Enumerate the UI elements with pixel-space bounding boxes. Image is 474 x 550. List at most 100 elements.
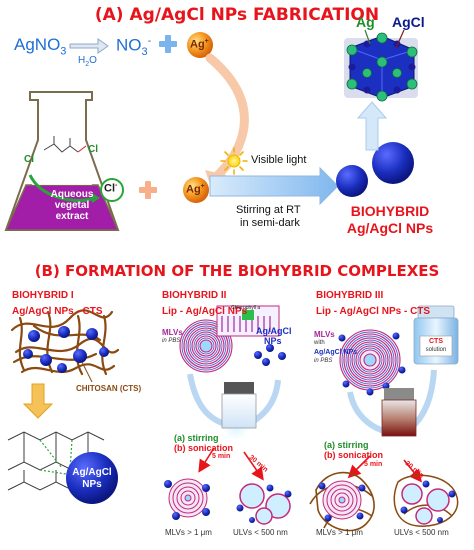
flask-label-line-2: vegetal [54,200,90,211]
mlv-label-2-line-1: MLVs [162,328,183,337]
reagent-text: AgNO [14,35,61,54]
np-label-2-line-1: Ag/AgCl [256,326,292,336]
np-label-2: Ag/AgCl NPs [256,326,292,346]
silver-ion-text-mid: Ag [186,183,201,196]
biohybrid-1-name: BIOHYBRID I [12,290,74,301]
mlv-label-3-line-3: Ag/AgCl NPs [314,349,358,356]
chitosan-label: CHITOSAN (CTS) [76,384,142,393]
flask-chloride-b: Cl [88,144,98,155]
reagent-formula: AgNO3 [14,35,66,57]
cts-bottle [413,305,459,365]
size-ulv-3: ULVs < 500 nm [394,528,449,537]
size-mlv-3: MLVs > 1 μm [316,528,363,537]
product-line-1: BIOHYBRID [350,203,430,219]
product-line-2: Ag/AgCl NPs [346,220,434,236]
size-mlv-2: MLVs > 1 μm [165,528,212,537]
nitrate-text: NO [116,35,142,55]
mlv-label-3-line-1: MLVs [314,330,335,339]
nitrate-subscript: 3 [141,46,148,59]
biohybrid-3-nps [338,332,406,396]
mlv-result-2 [168,478,208,518]
sonication-arrow-2b [243,451,264,481]
solvent-tail: O [89,55,97,66]
plus-sign-middle [139,181,157,199]
condition-line-1: Stirring at RT [236,204,301,216]
process-steps-3: (a) stirring (b) sonication [324,440,383,460]
plus-sign-top [159,35,177,53]
flask-label-line-3: extract [55,211,89,222]
product-label: BIOHYBRID Ag/AgCl NPs [330,203,450,237]
solvent-formula: H2O [78,55,97,68]
curved-arrow-down [205,53,249,183]
chloride-sphere [100,178,124,202]
sonication-arrow-3 [347,455,371,479]
biohybrid-2-nps [254,344,286,366]
light-condition: Visible light [251,154,307,166]
flask-label: Aqueous vegetal extract [40,189,104,222]
step-3-sonication: (b) sonication [324,450,383,460]
zoom-arrow [356,101,388,151]
flask-label-line-1: Aqueous [50,189,94,200]
ulv-result-2 [236,483,292,525]
mlv-label-2-line-2: in PBS [162,338,181,344]
chlorophyll-label: Chlorophyll a [231,305,261,311]
biohybrid-2-formula: Lip - Ag/AgCl NPs [162,306,248,317]
mlv-liposome-3 [339,329,401,391]
mlv-label-3: MLVs with Ag/AgCl NPs in PBS [314,330,357,366]
biohybrid-3-name: BIOHYBRID III [316,290,384,301]
solvent-subscript: 2 [85,61,90,68]
cts-label-line-1: CTS [429,338,443,345]
chloride-label: Cl- [104,182,117,195]
chitosan-pointer [81,361,93,383]
silver-ion-sup-mid: + [200,183,205,190]
agcl-pointer [395,29,405,49]
silver-atoms [346,32,418,102]
step-2-stirring: (a) stirring [174,433,219,443]
agcl-sphere-small [336,165,368,197]
biohybrid-1-np-line-2: NPs [82,479,102,490]
sonication-arrow-2 [198,447,215,473]
agcl-sphere-large [372,142,414,184]
vial-3 [381,388,417,437]
zoom-arrow-down [22,383,54,419]
chlorophyll-membrane-inset [209,305,280,337]
reaction-arrow [209,166,339,206]
nitrate-superscript: - [147,35,152,47]
chloride-sup: - [115,182,118,189]
mlv-label-2: MLVs in PBS [162,328,183,346]
reaction-conditions: Stirring at RT in semi-dark [236,204,301,230]
silver-ion-sup: + [204,38,209,45]
biohybrid-1-np-label: Ag/AgCl NPs [70,467,114,491]
step-3-stirring: (a) stirring [324,440,369,450]
section-a-title: (A) Ag/AgCl NPs FABRICATION [94,5,380,25]
solvent-text: H [78,55,86,66]
biohybrid-1-nps [23,326,109,373]
flask-icon [4,91,120,231]
dissolve-arrow [69,38,109,54]
sun-icon [220,147,248,175]
mlv-result-3 [322,480,362,520]
chloride-arrow [28,174,97,202]
sonication-arrow-3b [403,459,422,483]
cts-bottle-label: CTS solution [420,337,452,355]
np-label-2-line-2: NPs [264,336,282,346]
ag-pointer [364,29,371,45]
cts-label-line-2: solution [425,347,447,353]
flask-chloride-a: Cl [24,154,34,165]
biohybrid-1-np-line-1: Ag/AgCl [72,467,112,478]
biohybrid-1-np-large [66,452,118,504]
silver-ion-text: Ag [190,38,205,51]
biohybrid-2-name: BIOHYBRID II [162,290,227,301]
mlv-label-3-line-4: in PBS [314,358,333,364]
ag-label: Ag [356,14,375,30]
agcl-label: AgCl [392,14,425,30]
condition-line-2: in semi-dark [240,217,300,229]
ulv-result-3 [393,474,459,527]
step-2-sonication: (b) sonication [174,443,233,453]
vial-2 [221,382,257,429]
size-ulv-2: ULVs < 500 nm [233,528,288,537]
section-b-title: (B) FORMATION OF THE BIOHYBRID COMPLEXES [34,262,440,280]
reagent-subscript: 3 [60,45,67,58]
